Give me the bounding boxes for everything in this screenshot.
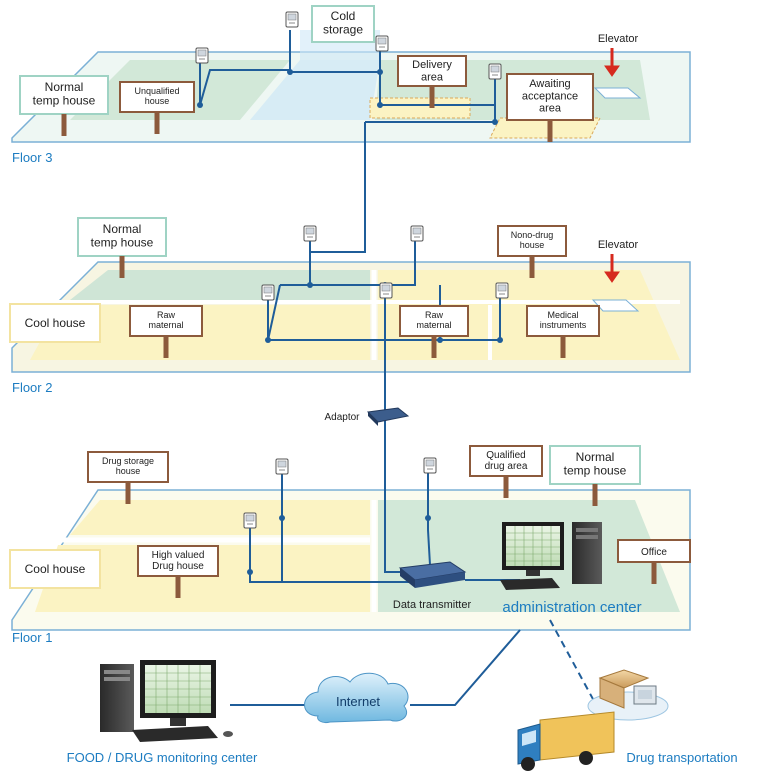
elevator-label-2: Elevator — [598, 239, 639, 251]
floor-3-label: Floor 3 — [12, 150, 52, 165]
elevator-arrows — [604, 48, 620, 283]
internet-cloud: Internet — [304, 672, 409, 723]
sensor-icon — [379, 282, 393, 299]
sensor-icon — [243, 512, 257, 529]
floor-1-zone-left-top — [70, 500, 370, 535]
floor-1-zone-left-bottom — [35, 545, 370, 612]
sensor-icon — [195, 47, 209, 64]
floor-1-label: Floor 1 — [12, 630, 52, 645]
elevator-label-3: Elevator — [598, 33, 639, 45]
sensor-icon — [275, 458, 289, 475]
data-transmitter-label: Data transmitter — [393, 599, 472, 611]
floor-labels: Floor 3 Floor 2 Floor 1 — [12, 150, 52, 645]
data-transmitter: Data transmitter — [393, 561, 472, 611]
sensor-icon — [410, 225, 424, 242]
sensor-icon — [375, 35, 389, 52]
floor-3-delivery-dashed — [369, 97, 471, 119]
sign-label: Cool house — [25, 562, 86, 576]
admin-computer: administration center — [500, 522, 642, 616]
internet-label: Internet — [336, 694, 380, 709]
floor-3-elevator-pad — [593, 87, 642, 99]
monitoring-computer: FOOD / DRUG monitoring center — [67, 660, 258, 765]
sign-office: Office — [617, 539, 691, 584]
transport-truck: Drug transportation — [517, 669, 738, 771]
transport-label: Drug transportation — [626, 750, 737, 765]
sensor-icon — [488, 63, 502, 80]
sign-label: Office — [641, 547, 667, 558]
adaptor-label: Adaptor — [324, 412, 360, 423]
sign-cool-house-2: Cool house — [9, 303, 101, 343]
floor-2-label: Floor 2 — [12, 380, 52, 395]
floor-3-zone-middle — [250, 60, 380, 120]
network-wiring — [199, 30, 601, 713]
monitoring-center-label: FOOD / DRUG monitoring center — [67, 750, 258, 765]
sensor-icon — [261, 284, 275, 301]
sensor-icon — [423, 457, 437, 474]
sensor-icon — [495, 282, 509, 299]
sensor-icon — [285, 11, 299, 28]
sign-cool-house-1: Cool house — [9, 549, 101, 589]
sign-label: Cool house — [25, 316, 86, 330]
sensor-icon — [303, 225, 317, 242]
adaptor: Adaptor — [324, 407, 410, 426]
floor-2-zone-top — [70, 270, 370, 300]
admin-center-label: administration center — [502, 599, 641, 616]
network-nodes — [197, 69, 503, 575]
